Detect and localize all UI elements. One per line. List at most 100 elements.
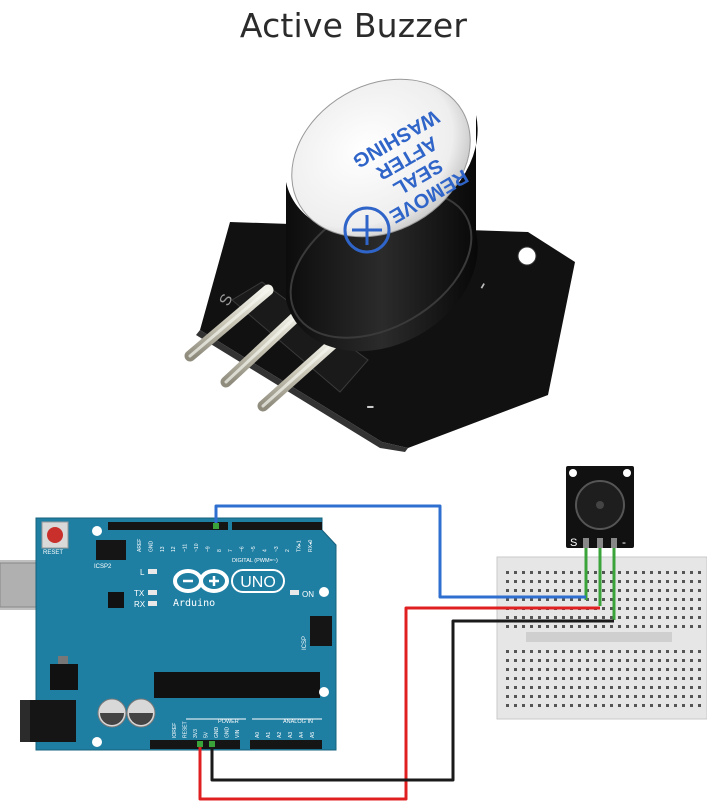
breadboard-hole [514,598,517,601]
digital-pin-label: 4 [262,549,268,552]
breadboard-hole [642,704,645,707]
breadboard-hole [578,704,581,707]
breadboard-hole [554,625,557,628]
breadboard-hole [682,607,685,610]
analog-pin-label: A3 [288,732,294,738]
breadboard-hole [570,571,573,574]
breadboard-hole [610,704,613,707]
breadboard-hole [554,704,557,707]
breadboard-hole [554,650,557,653]
breadboard-hole [642,650,645,653]
breadboard-hole [538,659,541,662]
breadboard-hole [538,598,541,601]
breadboard-hole [618,695,621,698]
breadboard-hole [698,616,701,619]
led-tx-label: TX [134,589,145,598]
breadboard-hole [514,704,517,707]
breadboard-hole [650,571,653,574]
signal-wire [214,504,586,599]
digital-pin-label: RX◂0 [308,540,314,552]
breadboard-hole [570,616,573,619]
breadboard-hole [642,589,645,592]
breadboard-hole [626,704,629,707]
breadboard-hole [618,677,621,680]
breadboard-hole [690,695,693,698]
breadboard-hole [522,598,525,601]
power-pin-label: 3V3 [193,729,199,738]
breadboard-hole [586,677,589,680]
breadboard-hole [602,580,605,583]
breadboard-hole [658,677,661,680]
breadboard-hole [602,616,605,619]
breadboard-hole [562,704,565,707]
breadboard-hole [514,668,517,671]
breadboard-hole [546,580,549,583]
breadboard-hole [626,616,629,619]
breadboard-hole [554,580,557,583]
breadboard-hole [538,704,541,707]
breadboard-hole [522,668,525,671]
breadboard-hole [538,625,541,628]
breadboard-hole [538,668,541,671]
digital-pin-label: ~9 [205,546,211,552]
breadboard-hole [594,571,597,574]
breadboard-hole [674,659,677,662]
breadboard-hole [682,616,685,619]
breadboard-hole [538,589,541,592]
breadboard-hole [698,659,701,662]
breadboard-hole [530,659,533,662]
breadboard-hole [586,650,589,653]
breadboard-hole [666,580,669,583]
icsp2-header [96,540,126,560]
breadboard-hole [578,695,581,698]
breadboard-hole [650,668,653,671]
breadboard-hole [594,650,597,653]
breadboard-hole [666,598,669,601]
breadboard-hole [538,616,541,619]
breadboard-hole [618,668,621,671]
breadboard-hole [610,677,613,680]
page-title: Active Buzzer [239,6,468,45]
breadboard-hole [658,686,661,689]
breadboard-hole [690,607,693,610]
breadboard-hole [658,607,661,610]
breadboard-hole [618,616,621,619]
breadboard-hole [506,659,509,662]
atmega-chip [154,672,320,698]
breadboard-hole [562,686,565,689]
digital-pin-label: 7 [228,549,234,552]
breadboard-hole [650,580,653,583]
digital-pin-label: GND [148,541,154,553]
breadboard-hole [642,580,645,583]
breadboard-hole [570,625,573,628]
breadboard-hole [634,589,637,592]
breadboard-hole [514,589,517,592]
breadboard-hole [538,650,541,653]
breadboard-hole [618,571,621,574]
breadboard-hole [618,625,621,628]
breadboard-hole [562,589,565,592]
breadboard-hole [698,580,701,583]
breadboard-hole [530,571,533,574]
breadboard-hole [506,616,509,619]
reset-label: RESET [43,550,63,556]
breadboard-hole [594,580,597,583]
breadboard-hole [674,580,677,583]
breadboard-hole [602,695,605,698]
breadboard-hole [658,625,661,628]
breadboard-hole [650,589,653,592]
power-wire [198,606,600,801]
digital-label: DIGITAL (PWM=~) [232,558,278,564]
breadboard-hole [562,598,565,601]
breadboard-hole [578,677,581,680]
analog-pin-label: A0 [255,732,261,738]
breadboard-hole [506,695,509,698]
breadboard-hole [682,686,685,689]
breadboard-hole [530,686,533,689]
breadboard-hole [514,580,517,583]
breadboard-hole [674,625,677,628]
breadboard-hole [658,571,661,574]
